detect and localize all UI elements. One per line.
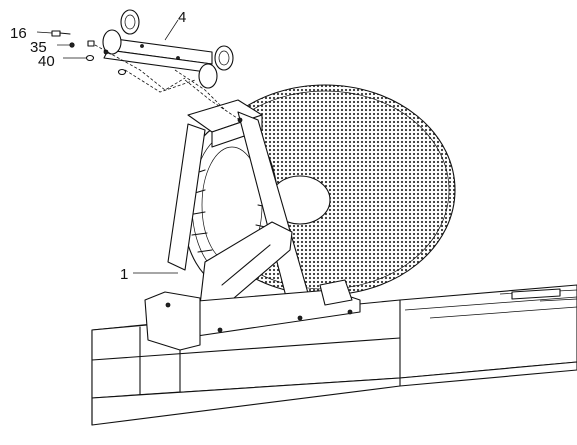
callout-4: 4 [178,9,186,26]
fasteners [51,30,127,76]
callout-35: 35 [30,39,47,56]
callout-1: 1 [120,266,128,283]
main-frame [144,99,361,351]
base-rail [91,284,577,426]
callout-40: 40 [38,53,55,70]
foot-bar-part-4 [102,9,234,89]
leader-lines [36,19,179,274]
callout-16: 16 [10,25,27,42]
alignment-lines [94,44,241,121]
